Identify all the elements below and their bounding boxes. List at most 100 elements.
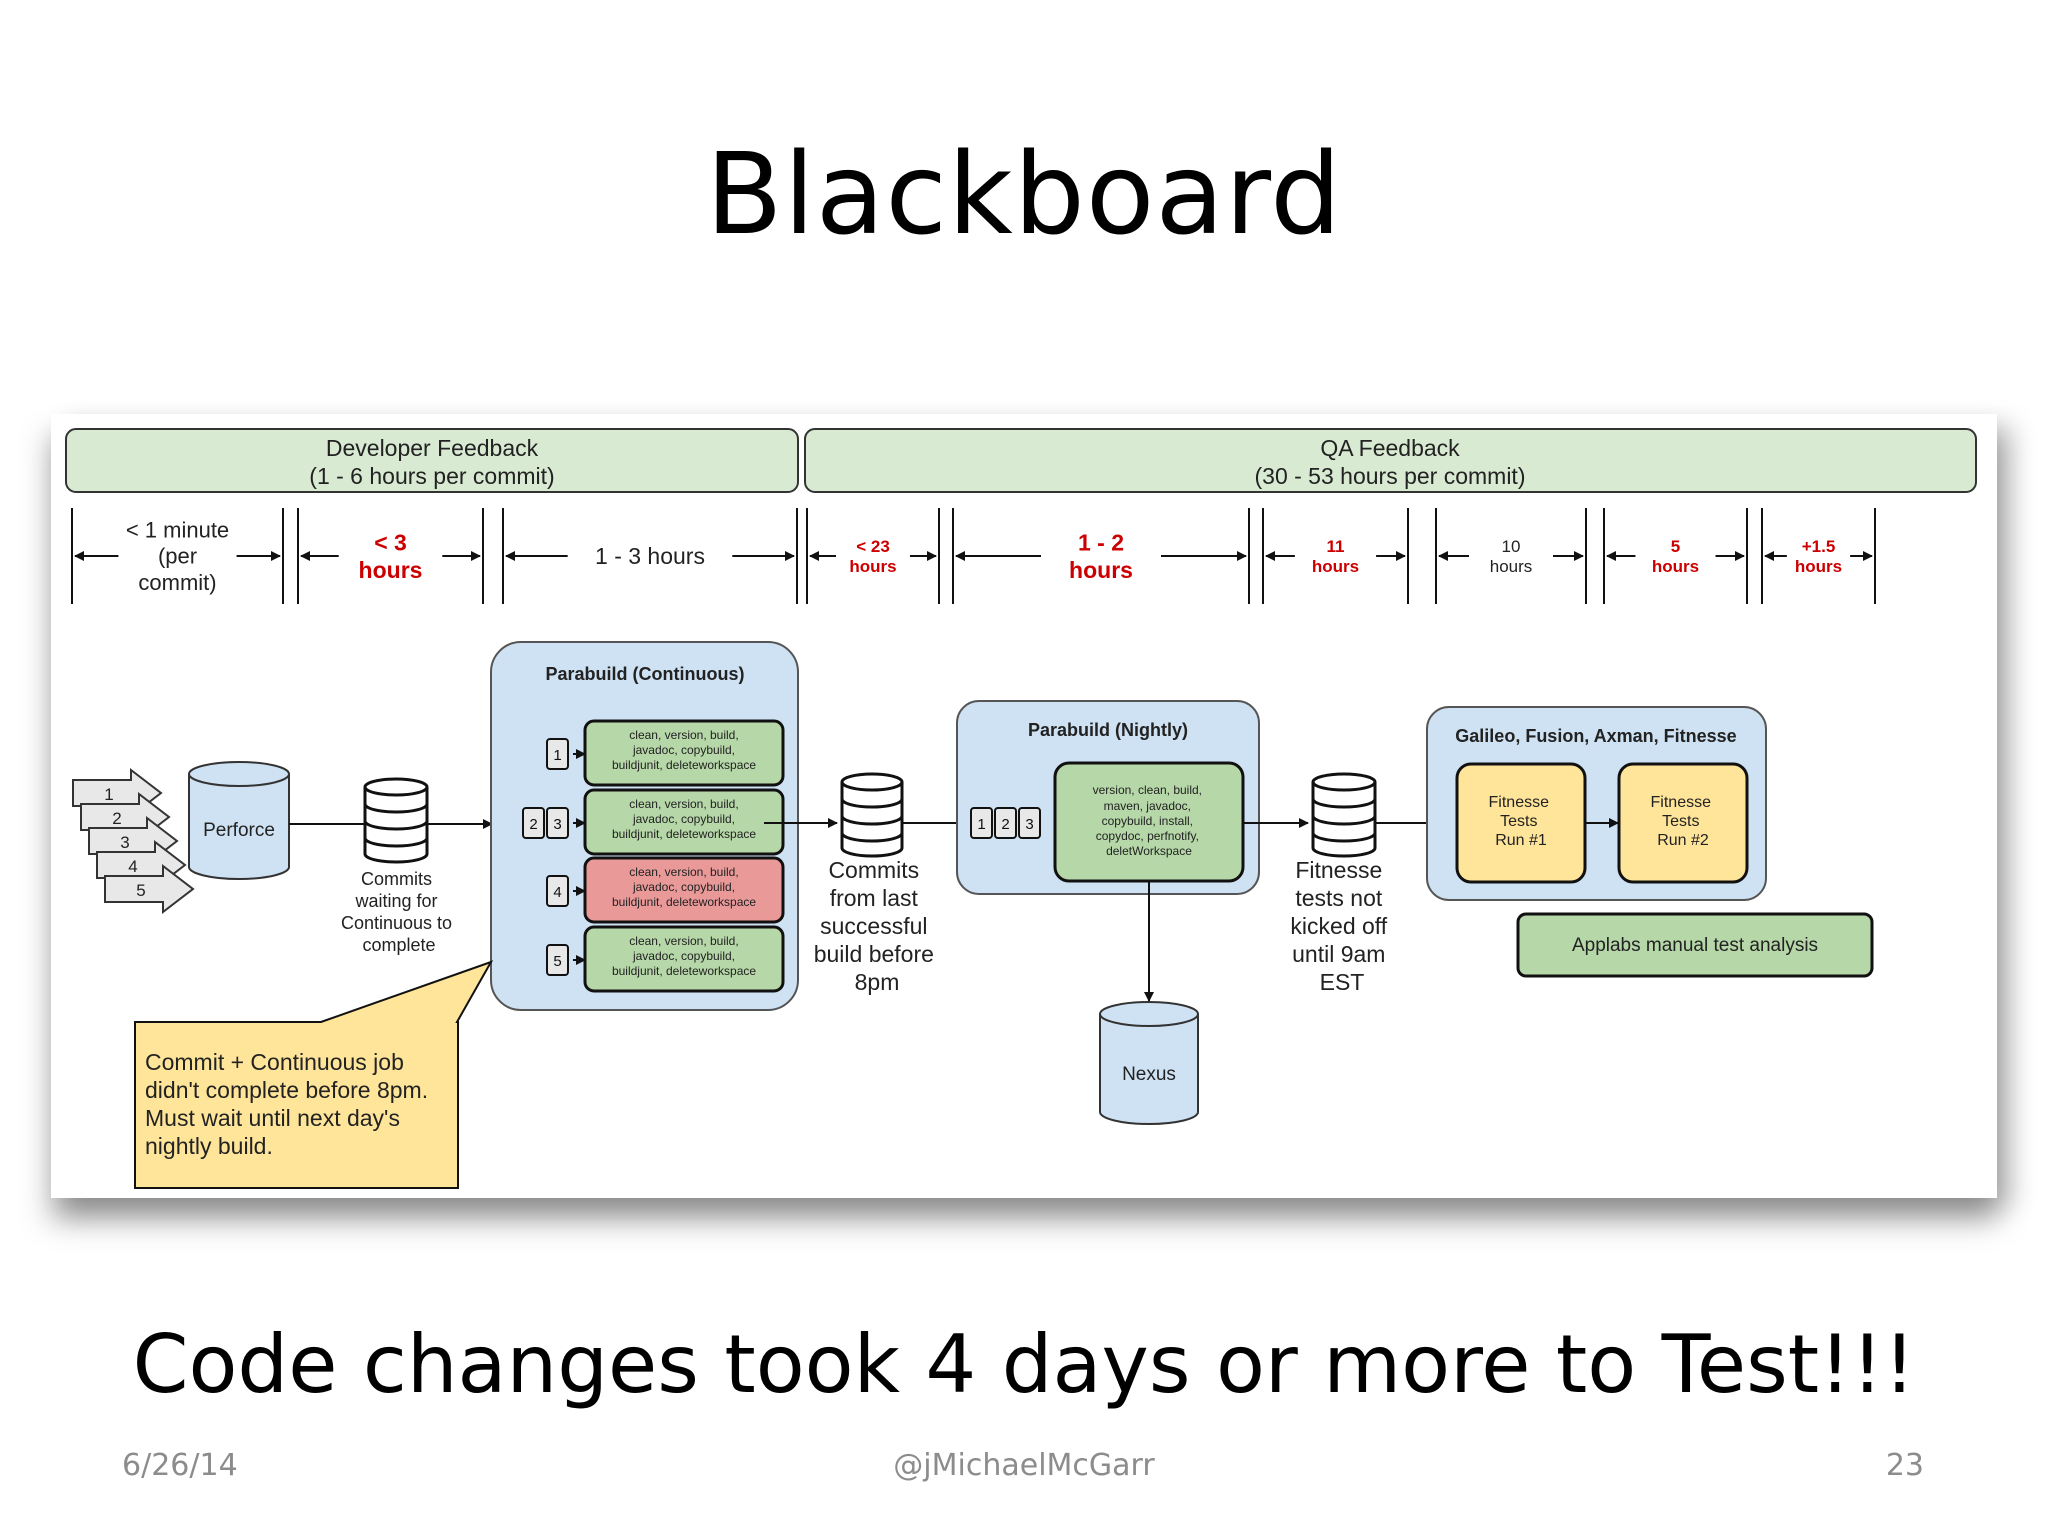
duration-label: hours — [1652, 557, 1699, 576]
dev-header-line2: (1 - 6 hours per commit) — [309, 463, 554, 489]
commit-number: 2 — [112, 809, 121, 828]
duration-label: hours — [1490, 557, 1533, 576]
fitnesse-delay-label: Fitnesse tests not kicked off until 9am … — [1290, 857, 1393, 995]
build-steps-text: javadoc, copybuild, — [632, 949, 735, 963]
build-badge — [522, 807, 545, 839]
pipeline-diagram: Developer Feedback (1 - 6 hours per comm… — [51, 414, 1997, 1198]
nightly-badge — [994, 807, 1017, 839]
callout-text: Commit + Continuous job didn't complete … — [145, 1049, 435, 1159]
perforce-label: Perforce — [203, 820, 275, 841]
build-steps-text: javadoc, copybuild, — [632, 812, 735, 826]
qa-header-line2: (30 - 53 hours per commit) — [1255, 463, 1526, 489]
duration-label: 1 - 3 hours — [595, 543, 705, 569]
continuous-build-row: 4 clean, version, build,javadoc, copybuil… — [546, 856, 785, 924]
applabs-manual-box: Applabs manual test analysis — [1516, 912, 1874, 978]
duration-label: (per — [158, 544, 197, 569]
build-steps-text: clean, version, build, — [629, 865, 738, 879]
slide-title: Blackboard — [705, 130, 1343, 260]
duration-label: hours — [1069, 557, 1133, 583]
continuous-build-row: 1 clean, version, build,javadoc, copybuil… — [546, 719, 785, 787]
nightly-badge — [1018, 807, 1041, 839]
build-badge — [546, 944, 569, 976]
callout-note: Commit + Continuous job didn't complete … — [134, 960, 494, 1189]
pipeline-diagram-svg: Developer Feedback (1 - 6 hours per comm… — [65, 428, 1977, 1189]
waiting-commits-database — [363, 777, 429, 864]
commits-before-8pm-label: Commits from last successful build befor… — [814, 857, 941, 995]
footer-handle: @jMichaelMcGarr — [893, 1448, 1155, 1483]
commit-number: 1 — [104, 785, 113, 804]
build-steps-text: buildjunit, deleteworkspace — [612, 827, 756, 841]
nightly-steps: version, clean, build, maven, javadoc, c… — [1093, 783, 1206, 858]
qa-header-line1: QA Feedback — [1320, 435, 1460, 461]
qa-tools-title: Galileo, Fusion, Axman, Fitnesse — [1455, 726, 1736, 746]
nightly-badge-number: 3 — [1025, 816, 1033, 833]
build-badge-number: 3 — [553, 816, 561, 833]
nightly-badge-number: 1 — [977, 816, 985, 833]
qa-tools-panel: Galileo, Fusion, Axman, Fitnesse Fitness… — [1426, 706, 1767, 901]
duration-label: hours — [849, 557, 896, 576]
failed-build-box — [583, 856, 785, 924]
duration-label: 11 — [1327, 537, 1345, 556]
dev-header-line1: Developer Feedback — [326, 435, 539, 461]
footer-page-number: 23 — [1885, 1448, 1924, 1483]
build-badge — [546, 738, 569, 770]
build-badge — [546, 807, 569, 839]
nightly-title: Parabuild (Nightly) — [1028, 720, 1188, 740]
duration-label: hours — [359, 557, 423, 583]
slide-conclusion: Code changes took 4 days or more to Test… — [132, 1318, 1916, 1411]
duration-label: hours — [1795, 557, 1842, 576]
svg-text:Fitnesse Tests Run: Fitnesse Tests Run #1 — [1489, 794, 1554, 849]
nightly-badge — [970, 807, 993, 839]
build-steps-text: buildjunit, deleteworkspace — [612, 758, 756, 772]
build-badge-number: 5 — [553, 953, 561, 970]
fitnesse-queue-database — [1311, 772, 1377, 858]
duration-label: commit) — [138, 570, 216, 595]
build-steps-text: clean, version, build, — [629, 934, 738, 948]
footer-date: 6/26/14 — [122, 1448, 238, 1483]
build-badge-number: 1 — [553, 747, 561, 764]
build-steps-text: buildjunit, deleteworkspace — [612, 964, 756, 978]
perforce-database: Perforce — [188, 761, 290, 880]
build-steps-text: javadoc, copybuild, — [632, 880, 735, 894]
waiting-label: Commits waiting for Continuous to comple… — [341, 869, 457, 955]
nightly-badge-number: 2 — [1001, 816, 1009, 833]
build-steps-text: clean, version, build, — [629, 728, 738, 742]
build-badge-number: 4 — [553, 884, 561, 901]
duration-segment: 1 - 3 hours — [502, 508, 798, 604]
build-badge — [546, 875, 569, 907]
commit-arrow: 5 — [104, 863, 195, 915]
duration-label: 1 - 2 — [1078, 529, 1124, 555]
commit-number: 3 — [120, 833, 129, 852]
build-steps-text: javadoc, copybuild, — [632, 743, 735, 757]
duration-label: hours — [1312, 557, 1359, 576]
duration-label: 5 — [1671, 537, 1680, 556]
duration-label: < 3 — [374, 529, 407, 555]
fitnesse-run-2 — [1617, 762, 1749, 884]
nexus-database: Nexus — [1099, 1001, 1199, 1125]
continuous-title: Parabuild (Continuous) — [546, 664, 745, 684]
continuous-build-row: 5 clean, version, build,javadoc, copybuil… — [546, 925, 785, 993]
passed-build-box — [583, 719, 785, 787]
passed-build-box — [583, 925, 785, 993]
nightly-queue-database — [840, 772, 904, 858]
duration-label: +1.5 — [1802, 537, 1836, 556]
duration-label: < 1 minute — [126, 517, 229, 542]
duration-label: < 23 — [856, 537, 890, 556]
qa-feedback-header: QA Feedback (30 - 53 hours per commit) — [804, 428, 1977, 493]
developer-feedback-header: Developer Feedback (1 - 6 hours per comm… — [65, 428, 799, 493]
parabuild-continuous-panel: Parabuild (Continuous) 1 clean, version, … — [490, 641, 799, 1011]
nexus-label: Nexus — [1122, 1064, 1176, 1085]
build-badge-number: 2 — [529, 816, 537, 833]
build-steps-text: clean, version, build, — [629, 797, 738, 811]
